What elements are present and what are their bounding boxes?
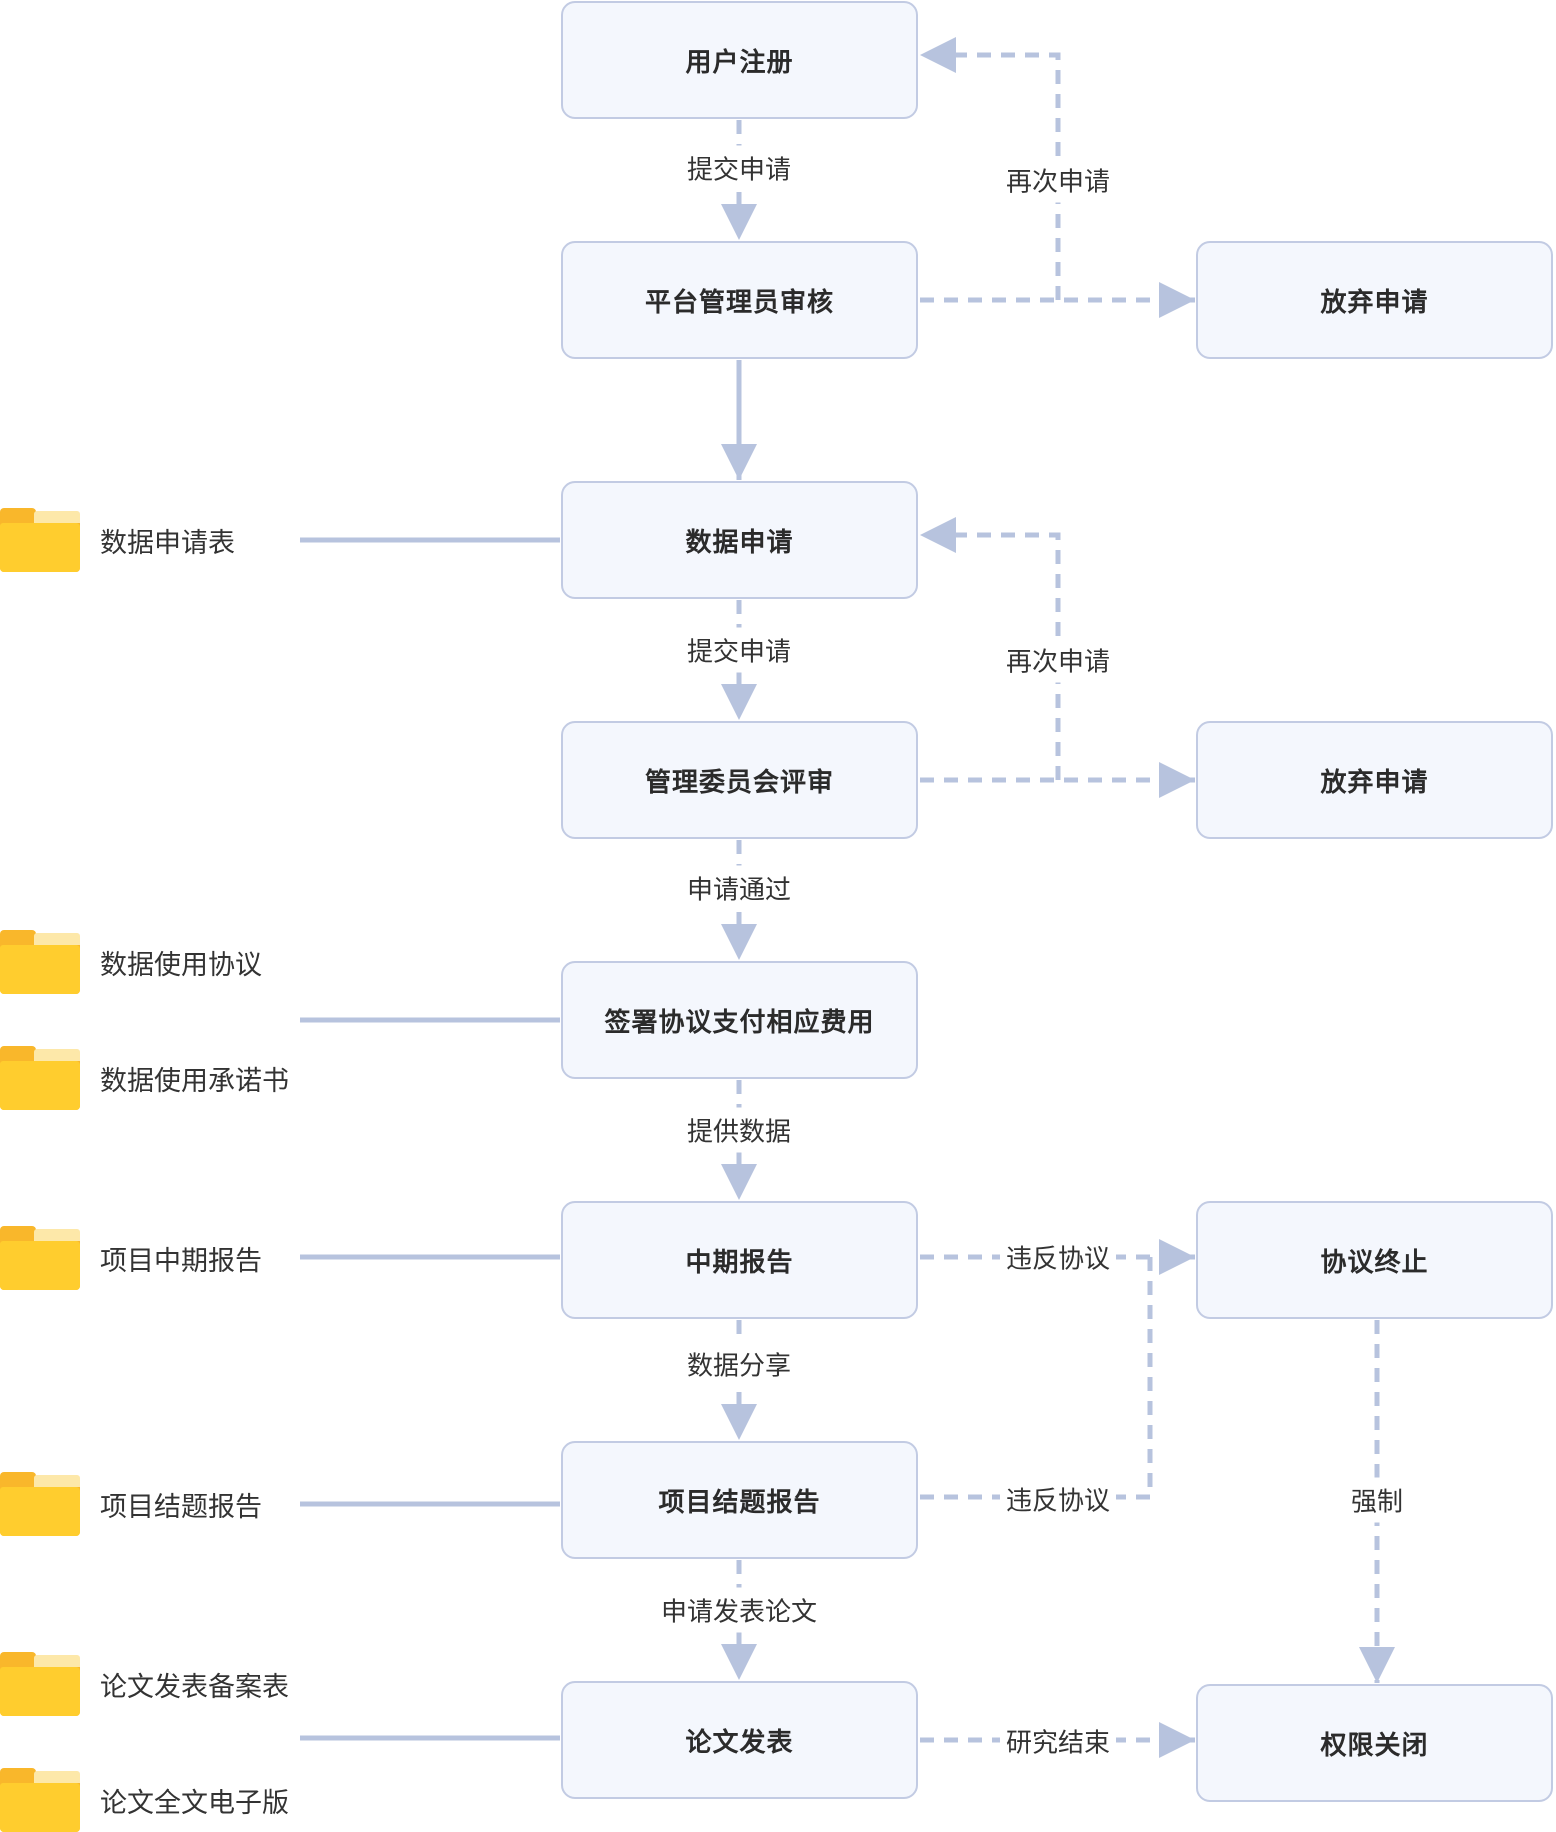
node-committee-review: 管理委员会评审 [561,721,918,839]
node-register: 用户注册 [561,1,918,119]
edge-label-reapply-1: 再次申请 [999,157,1117,203]
edge-label-apply-publish: 申请发表论文 [654,1587,824,1633]
node-data-apply: 数据申请 [561,481,918,599]
node-close: 权限关闭 [1196,1684,1553,1802]
doc-label: 数据使用承诺书 [100,1065,289,1097]
doc-label: 论文全文电子版 [100,1787,289,1819]
doc-paper-record: 论文发表备案表 [0,1652,289,1716]
node-publish: 论文发表 [561,1681,918,1799]
edge-label-violate-2: 违反协议 [999,1476,1117,1522]
folder-icon [0,1472,80,1536]
folder-icon [0,930,80,994]
doc-label: 项目结题报告 [100,1491,262,1523]
edge-final-violate [920,1257,1153,1500]
node-abandon-1: 放弃申请 [1196,241,1553,359]
folder-icon [0,508,80,572]
edge-label-approved: 申请通过 [680,865,798,911]
doc-apply-form: 数据申请表 [0,508,235,572]
edge-reapply-2 [920,517,1061,780]
edge-label-share-data: 数据分享 [680,1341,798,1387]
folder-icon [0,1046,80,1110]
node-sign-pay: 签署协议支付相应费用 [561,961,918,1079]
node-admin-review: 平台管理员审核 [561,241,918,359]
doc-label: 数据使用协议 [100,949,262,981]
edge-label-reapply-2: 再次申请 [999,637,1117,683]
edge-label-submit-2: 提交申请 [680,627,798,673]
edge-label-forced: 强制 [1344,1477,1410,1523]
folder-icon [0,1226,80,1290]
doc-use-agreement: 数据使用协议 [0,930,262,994]
edge-label-violate-1: 违反协议 [999,1234,1117,1280]
node-midterm: 中期报告 [561,1201,918,1319]
edge-label-submit-1: 提交申请 [680,145,798,191]
doc-use-commitment: 数据使用承诺书 [0,1046,289,1110]
node-terminate: 协议终止 [1196,1201,1553,1319]
doc-label: 论文发表备案表 [100,1671,289,1703]
edge-label-provide-data: 提供数据 [680,1107,798,1153]
doc-label: 数据申请表 [100,527,235,559]
doc-midterm-report: 项目中期报告 [0,1226,262,1290]
doc-label: 项目中期报告 [100,1245,262,1277]
doc-paper-fulltext: 论文全文电子版 [0,1768,289,1832]
edge-label-research-end: 研究结束 [999,1718,1117,1764]
doc-final-report: 项目结题报告 [0,1472,262,1536]
edge-reapply-1 [920,37,1061,300]
node-final-report: 项目结题报告 [561,1441,918,1559]
folder-icon [0,1652,80,1716]
node-abandon-2: 放弃申请 [1196,721,1553,839]
folder-icon [0,1768,80,1832]
